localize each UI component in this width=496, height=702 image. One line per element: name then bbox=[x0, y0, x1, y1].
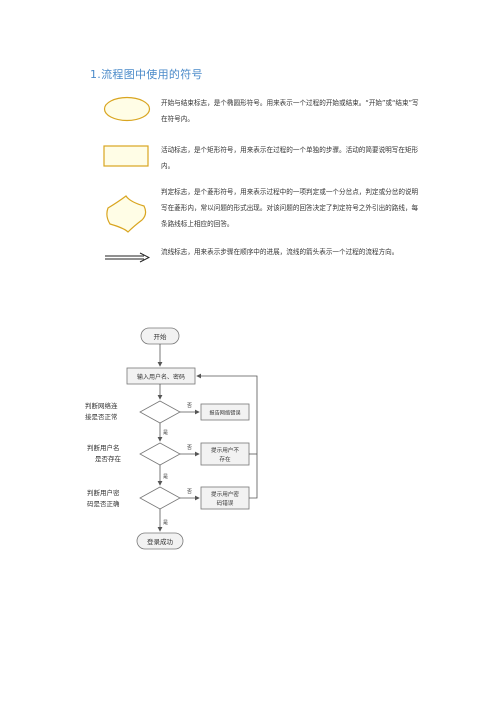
end-label: 登录成功 bbox=[147, 537, 174, 546]
yes-label-2: 是 bbox=[163, 474, 168, 480]
loop-line-password bbox=[196, 373, 258, 499]
no-label-3: 否 bbox=[187, 489, 192, 495]
q3-text-line2: 码是否正确 bbox=[87, 499, 120, 508]
decision-node-password bbox=[139, 486, 181, 510]
r3-label-line2: 码错误 bbox=[217, 499, 234, 507]
r3-label-line1: 提示用户密 bbox=[211, 490, 239, 498]
login-flowchart: 开始 输入用户名、密码 判断网络连 接是否正常 否 报告网络错误 是 判断用户名… bbox=[85, 322, 285, 554]
diamond-decision-symbol-icon bbox=[106, 195, 147, 233]
result-node-network-error bbox=[200, 403, 250, 421]
flowchart-canvas: 开始 输入用户名、密码 判断网络连 接是否正常 否 报告网络错误 是 判断用户名… bbox=[85, 327, 258, 550]
no-label-1: 否 bbox=[187, 403, 192, 409]
arrow-flowline-symbol-icon bbox=[105, 252, 150, 263]
rectangle-process-symbol-icon bbox=[103, 145, 149, 167]
decision-node-username bbox=[139, 442, 181, 466]
symbol-description-oval: 开始与结束标志，是个椭圆形符号。用来表示一个过程的开始或结束。“开始”或“结束”… bbox=[161, 99, 419, 123]
input-node bbox=[126, 367, 196, 385]
symbol-description-rectangle: 活动标志，是个矩形符号，用来表示在过程的一个单独的步骤。活动的简要说明写在矩形内… bbox=[161, 146, 419, 170]
symbol-description-diamond: 判定标志，是个菱形符号，用来表示过程中的一项判定或一个分岔点，判定或分岔的说明写… bbox=[161, 188, 419, 228]
decision-node-network bbox=[139, 400, 181, 424]
yes-label-3: 是 bbox=[163, 520, 168, 526]
start-label: 开始 bbox=[154, 332, 168, 341]
q2-text-line2: 是否存在 bbox=[95, 454, 122, 463]
input-label: 输入用户名、密码 bbox=[137, 373, 185, 381]
r1-label: 报告网络错误 bbox=[209, 409, 241, 417]
r2-label-line2: 存在 bbox=[219, 455, 231, 463]
q1-text-line1: 判断网络连 bbox=[85, 401, 118, 410]
oval-terminal-symbol-icon bbox=[103, 96, 151, 122]
yes-label-1: 是 bbox=[163, 430, 168, 436]
no-label-2: 否 bbox=[187, 445, 192, 451]
r2-label-line1: 提示用户不 bbox=[211, 446, 239, 454]
q3-text-line1: 判断用户密 bbox=[87, 488, 120, 497]
q1-text-line2: 接是否正常 bbox=[85, 412, 118, 421]
end-node bbox=[136, 532, 184, 550]
q2-text-line1: 判断用户名 bbox=[87, 443, 120, 452]
section-heading: 1.流程图中使用的符号 bbox=[90, 68, 203, 81]
symbol-description-arrow: 流线标志，用来表示步骤在顺序中的进展，流线的箭头表示一个过程的流程方向。 bbox=[161, 248, 399, 256]
